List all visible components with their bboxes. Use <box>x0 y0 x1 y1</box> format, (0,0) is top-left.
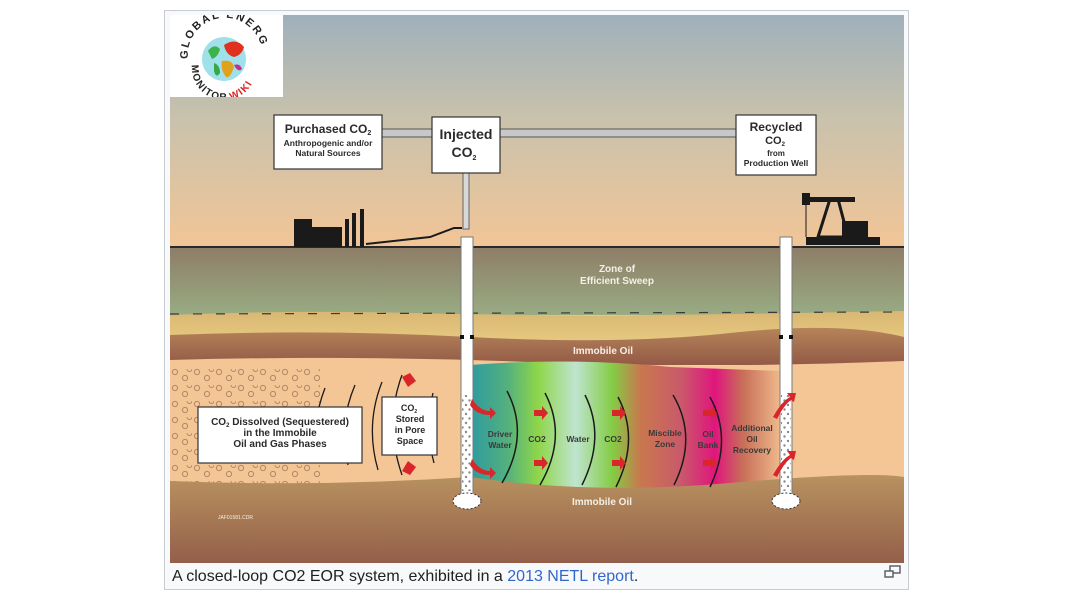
svg-text:Purchased CO2: Purchased CO2 <box>285 122 372 137</box>
flood-zone-label: Bank <box>698 440 719 450</box>
dissolved-line1: CO <box>211 417 226 428</box>
flood-zone-label: Water <box>488 440 512 450</box>
flood-zone-label: Miscible <box>648 428 682 438</box>
factory-icon <box>294 209 462 247</box>
dissolved-co2-box <box>197 406 363 464</box>
production-well <box>771 236 801 510</box>
figure-caption: A closed-loop CO2 EOR system, exhibited … <box>172 567 638 587</box>
stored-line4: Space <box>397 436 424 446</box>
purchased-co2-box <box>273 114 383 170</box>
purchased-title: Purchased CO <box>285 122 368 136</box>
flood-zone-label: Oil <box>746 434 757 444</box>
flow-arrows <box>402 373 796 479</box>
co2-eor-diagram[interactable]: Purchased CO2 Anthropogenic and/or Natur… <box>170 15 904 563</box>
stored-line3: in Pore <box>395 425 426 435</box>
stored-co2-box <box>381 396 438 456</box>
zone-label-line2: Efficient Sweep <box>580 276 654 287</box>
drawing-code: JAF01581.CDR <box>218 515 253 521</box>
netl-report-link[interactable]: 2013 NETL report <box>507 568 634 585</box>
logo-text-wiki: WIKI <box>228 79 255 97</box>
injection-well <box>452 236 482 510</box>
immobile-oil-bottom-label: Immobile Oil <box>572 497 632 508</box>
svg-text:CO2 Dissolved (Sequestered): CO2 Dissolved (Sequestered) <box>211 417 349 429</box>
caption-tail: . <box>633 568 639 585</box>
injected-line2: CO <box>452 144 473 160</box>
stored-line2: Stored <box>396 414 425 424</box>
base-layer <box>170 475 904 563</box>
immobile-oil-top-layer <box>170 327 904 365</box>
caption-text: A closed-loop CO2 EOR system, exhibited … <box>172 568 508 585</box>
purchased-line2: Anthropogenic and/or <box>284 138 373 148</box>
flood-zone-label: CO2 <box>528 434 546 444</box>
global-energy-monitor-logo[interactable]: GLOBAL ENERGY MONITORWIKI <box>165 6 283 103</box>
flood-front <box>470 361 780 495</box>
svg-text:CO2: CO2 <box>452 144 477 162</box>
injected-line1: Injected <box>440 126 493 142</box>
recycled-line3: from <box>767 149 785 158</box>
enlarge-icon[interactable] <box>884 565 902 579</box>
pump-jack-icon <box>802 193 880 245</box>
svg-text:CO2: CO2 <box>765 135 786 148</box>
dissolved-line3: Oil and Gas Phases <box>233 439 327 450</box>
flood-zone-label: Oil <box>702 429 713 439</box>
immobile-oil-top-label: Immobile Oil <box>573 346 633 357</box>
dissolved-line2: in the Immobile <box>243 428 317 439</box>
recycled-co2-box <box>735 114 817 176</box>
purchased-line3: Natural Sources <box>295 148 360 158</box>
zone-label-line1: Zone of <box>599 264 636 275</box>
flood-zone-label: CO2 <box>604 434 622 444</box>
flood-zone-label: Zone <box>655 439 676 449</box>
flood-zone-label: Water <box>566 434 590 444</box>
svg-text:CO2: CO2 <box>401 403 418 415</box>
zone-layer <box>170 247 904 315</box>
recycled-line4: Production Well <box>744 158 809 168</box>
flood-zone-label: Additional <box>731 423 773 433</box>
flood-zone-label: Recovery <box>733 445 772 455</box>
recycled-line2: CO <box>765 135 782 147</box>
recycled-line1: Recycled <box>750 120 803 134</box>
flood-zone-label: Driver <box>488 429 513 439</box>
stored-line1: CO <box>401 403 415 413</box>
flood-front-arcs <box>501 390 723 488</box>
injected-co2-box <box>431 116 501 174</box>
